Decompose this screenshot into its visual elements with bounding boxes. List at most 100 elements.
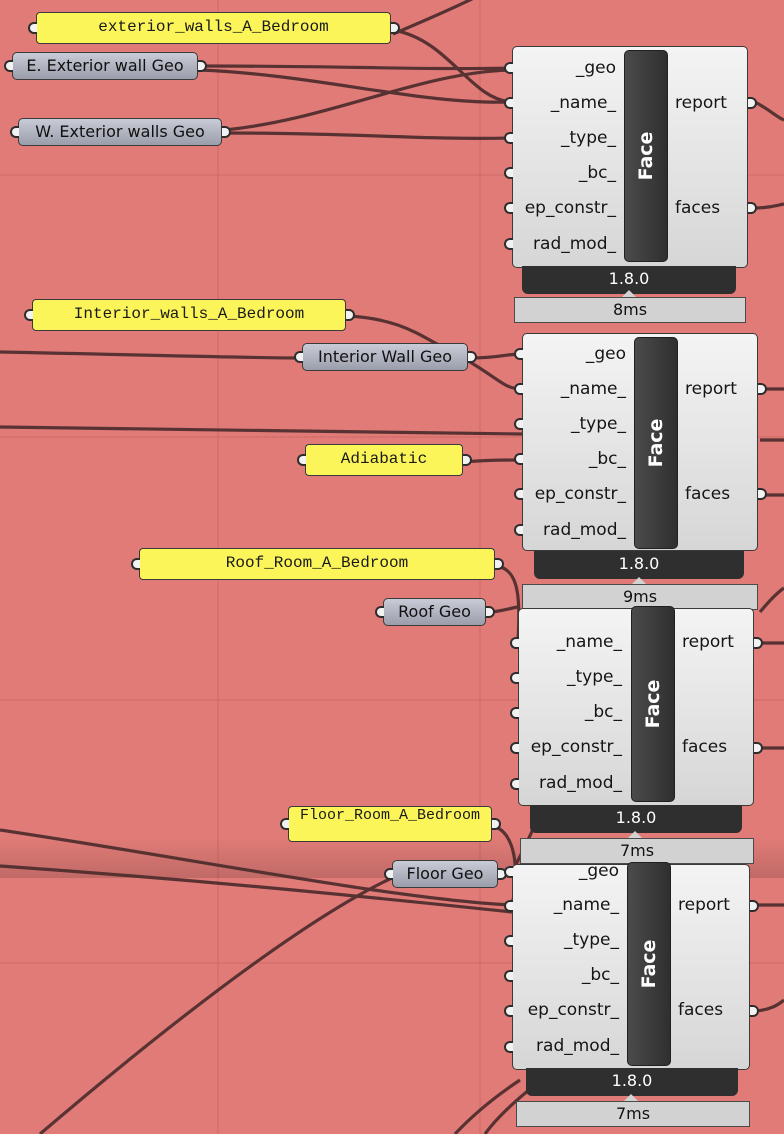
input-grip[interactable] bbox=[514, 488, 523, 500]
input-ep-constr[interactable]: ep_constr_ bbox=[527, 1000, 619, 1020]
input-geo[interactable]: _geo bbox=[585, 344, 626, 364]
panel-output-grip[interactable] bbox=[346, 309, 355, 321]
face-label-bar: Face bbox=[634, 337, 678, 549]
input-grip[interactable] bbox=[514, 348, 523, 360]
input-rad-mod[interactable]: rad_mod_ bbox=[533, 234, 616, 254]
param-input-grip[interactable] bbox=[10, 126, 19, 138]
input-grip[interactable] bbox=[510, 778, 519, 790]
output-report[interactable]: report bbox=[682, 632, 734, 652]
input-name[interactable]: _name_ bbox=[553, 895, 619, 915]
input-grip[interactable] bbox=[504, 97, 513, 109]
input-grip[interactable] bbox=[504, 935, 513, 947]
face-component[interactable]: _geo _name_ _type_ _bc_ ep_constr_ rad_m… bbox=[512, 46, 748, 324]
input-rad-mod[interactable]: rad_mod_ bbox=[543, 520, 626, 540]
face-label-bar: Face bbox=[631, 606, 675, 802]
input-rad-mod[interactable]: rad_mod_ bbox=[536, 1036, 619, 1056]
param-output-grip[interactable] bbox=[198, 60, 207, 72]
input-grip[interactable] bbox=[510, 707, 519, 719]
output-grip[interactable] bbox=[758, 383, 767, 395]
input-grip[interactable] bbox=[504, 167, 513, 179]
input-grip[interactable] bbox=[504, 132, 513, 144]
output-grip[interactable] bbox=[748, 97, 757, 109]
face-component[interactable]: _name_ _type_ _bc_ ep_constr_ rad_mod_ F… bbox=[518, 606, 754, 864]
input-grip[interactable] bbox=[514, 418, 523, 430]
panel-interior-walls[interactable]: Interior_walls_A_Bedroom bbox=[32, 299, 346, 331]
param-output-grip[interactable] bbox=[222, 126, 231, 138]
param-interior-wall-geo[interactable]: Interior Wall Geo bbox=[302, 343, 468, 371]
param-e-exterior-wall-geo[interactable]: E. Exterior wall Geo bbox=[12, 52, 198, 80]
input-grip[interactable] bbox=[514, 383, 523, 395]
panel-output-grip[interactable] bbox=[391, 22, 400, 34]
input-grip[interactable] bbox=[504, 866, 513, 878]
output-faces[interactable]: faces bbox=[682, 737, 728, 757]
output-grip[interactable] bbox=[754, 637, 763, 649]
input-type[interactable]: _type_ bbox=[567, 667, 622, 687]
input-grip[interactable] bbox=[510, 637, 519, 649]
input-geo[interactable]: _geo bbox=[575, 58, 616, 78]
param-w-exterior-walls-geo[interactable]: W. Exterior walls Geo bbox=[18, 118, 222, 146]
input-bc[interactable]: _bc_ bbox=[588, 449, 626, 469]
input-bc[interactable]: _bc_ bbox=[581, 965, 619, 985]
input-bc[interactable]: _bc_ bbox=[584, 702, 622, 722]
param-input-grip[interactable] bbox=[384, 868, 393, 880]
input-grip[interactable] bbox=[514, 524, 523, 536]
panel-input-grip[interactable] bbox=[28, 22, 37, 34]
panel-adiabatic[interactable]: Adiabatic bbox=[305, 444, 463, 476]
input-geo[interactable]: _geo bbox=[578, 861, 619, 881]
input-grip[interactable] bbox=[504, 900, 513, 912]
panel-input-grip[interactable] bbox=[131, 558, 140, 570]
input-grip[interactable] bbox=[504, 1041, 513, 1053]
output-grip[interactable] bbox=[750, 1005, 759, 1017]
input-bc[interactable]: _bc_ bbox=[578, 163, 616, 183]
panel-input-grip[interactable] bbox=[297, 454, 306, 466]
input-grip[interactable] bbox=[504, 970, 513, 982]
output-grip[interactable] bbox=[758, 488, 767, 500]
output-faces[interactable]: faces bbox=[685, 484, 731, 504]
input-type[interactable]: _type_ bbox=[564, 930, 619, 950]
output-report[interactable]: report bbox=[685, 379, 737, 399]
output-grip[interactable] bbox=[754, 742, 763, 754]
input-type[interactable]: _type_ bbox=[571, 414, 626, 434]
input-grip[interactable] bbox=[504, 202, 513, 214]
panel-roof[interactable]: Roof_Room_A_Bedroom bbox=[139, 548, 495, 580]
input-type[interactable]: _type_ bbox=[561, 128, 616, 148]
input-grip[interactable] bbox=[510, 742, 519, 754]
input-name[interactable]: _name_ bbox=[550, 93, 616, 113]
component-version: 1.8.0 bbox=[522, 266, 736, 294]
panel-exterior-walls[interactable]: exterior_walls_A_Bedroom bbox=[36, 12, 391, 44]
input-name[interactable]: _name_ bbox=[556, 632, 622, 652]
input-grip[interactable] bbox=[510, 672, 519, 684]
output-faces[interactable]: faces bbox=[675, 198, 721, 218]
output-grip[interactable] bbox=[748, 202, 757, 214]
input-rad-mod[interactable]: rad_mod_ bbox=[539, 773, 622, 793]
input-grip[interactable] bbox=[514, 453, 523, 465]
param-floor-geo[interactable]: Floor Geo bbox=[392, 860, 498, 888]
panel-floor[interactable]: Floor_Room_A_Bedroom bbox=[288, 806, 492, 842]
param-output-grip[interactable] bbox=[486, 606, 495, 618]
output-faces[interactable]: faces bbox=[678, 1000, 724, 1020]
input-grip[interactable] bbox=[504, 62, 513, 74]
param-input-grip[interactable] bbox=[4, 60, 13, 72]
input-ep-constr[interactable]: ep_constr_ bbox=[530, 737, 622, 757]
param-output-grip[interactable] bbox=[468, 351, 477, 363]
output-report[interactable]: report bbox=[675, 93, 727, 113]
face-component[interactable]: _geo _name_ _type_ _bc_ ep_constr_ rad_m… bbox=[522, 333, 758, 613]
tooltip-pointer bbox=[624, 1094, 638, 1101]
panel-output-grip[interactable] bbox=[463, 454, 472, 466]
face-component[interactable]: _geo _name_ _type_ _bc_ ep_constr_ rad_m… bbox=[512, 861, 750, 1128]
input-grip[interactable] bbox=[504, 238, 513, 250]
param-roof-geo[interactable]: Roof Geo bbox=[383, 598, 486, 626]
panel-input-grip[interactable] bbox=[280, 818, 289, 830]
panel-output-grip[interactable] bbox=[492, 818, 501, 830]
input-ep-constr[interactable]: ep_constr_ bbox=[534, 484, 626, 504]
input-ep-constr[interactable]: ep_constr_ bbox=[524, 198, 616, 218]
param-input-grip[interactable] bbox=[375, 606, 384, 618]
param-input-grip[interactable] bbox=[294, 351, 303, 363]
panel-output-grip[interactable] bbox=[495, 558, 504, 570]
panel-input-grip[interactable] bbox=[24, 309, 33, 321]
output-grip[interactable] bbox=[750, 900, 759, 912]
output-report[interactable]: report bbox=[678, 895, 730, 915]
input-name[interactable]: _name_ bbox=[560, 379, 626, 399]
input-grip[interactable] bbox=[504, 1005, 513, 1017]
